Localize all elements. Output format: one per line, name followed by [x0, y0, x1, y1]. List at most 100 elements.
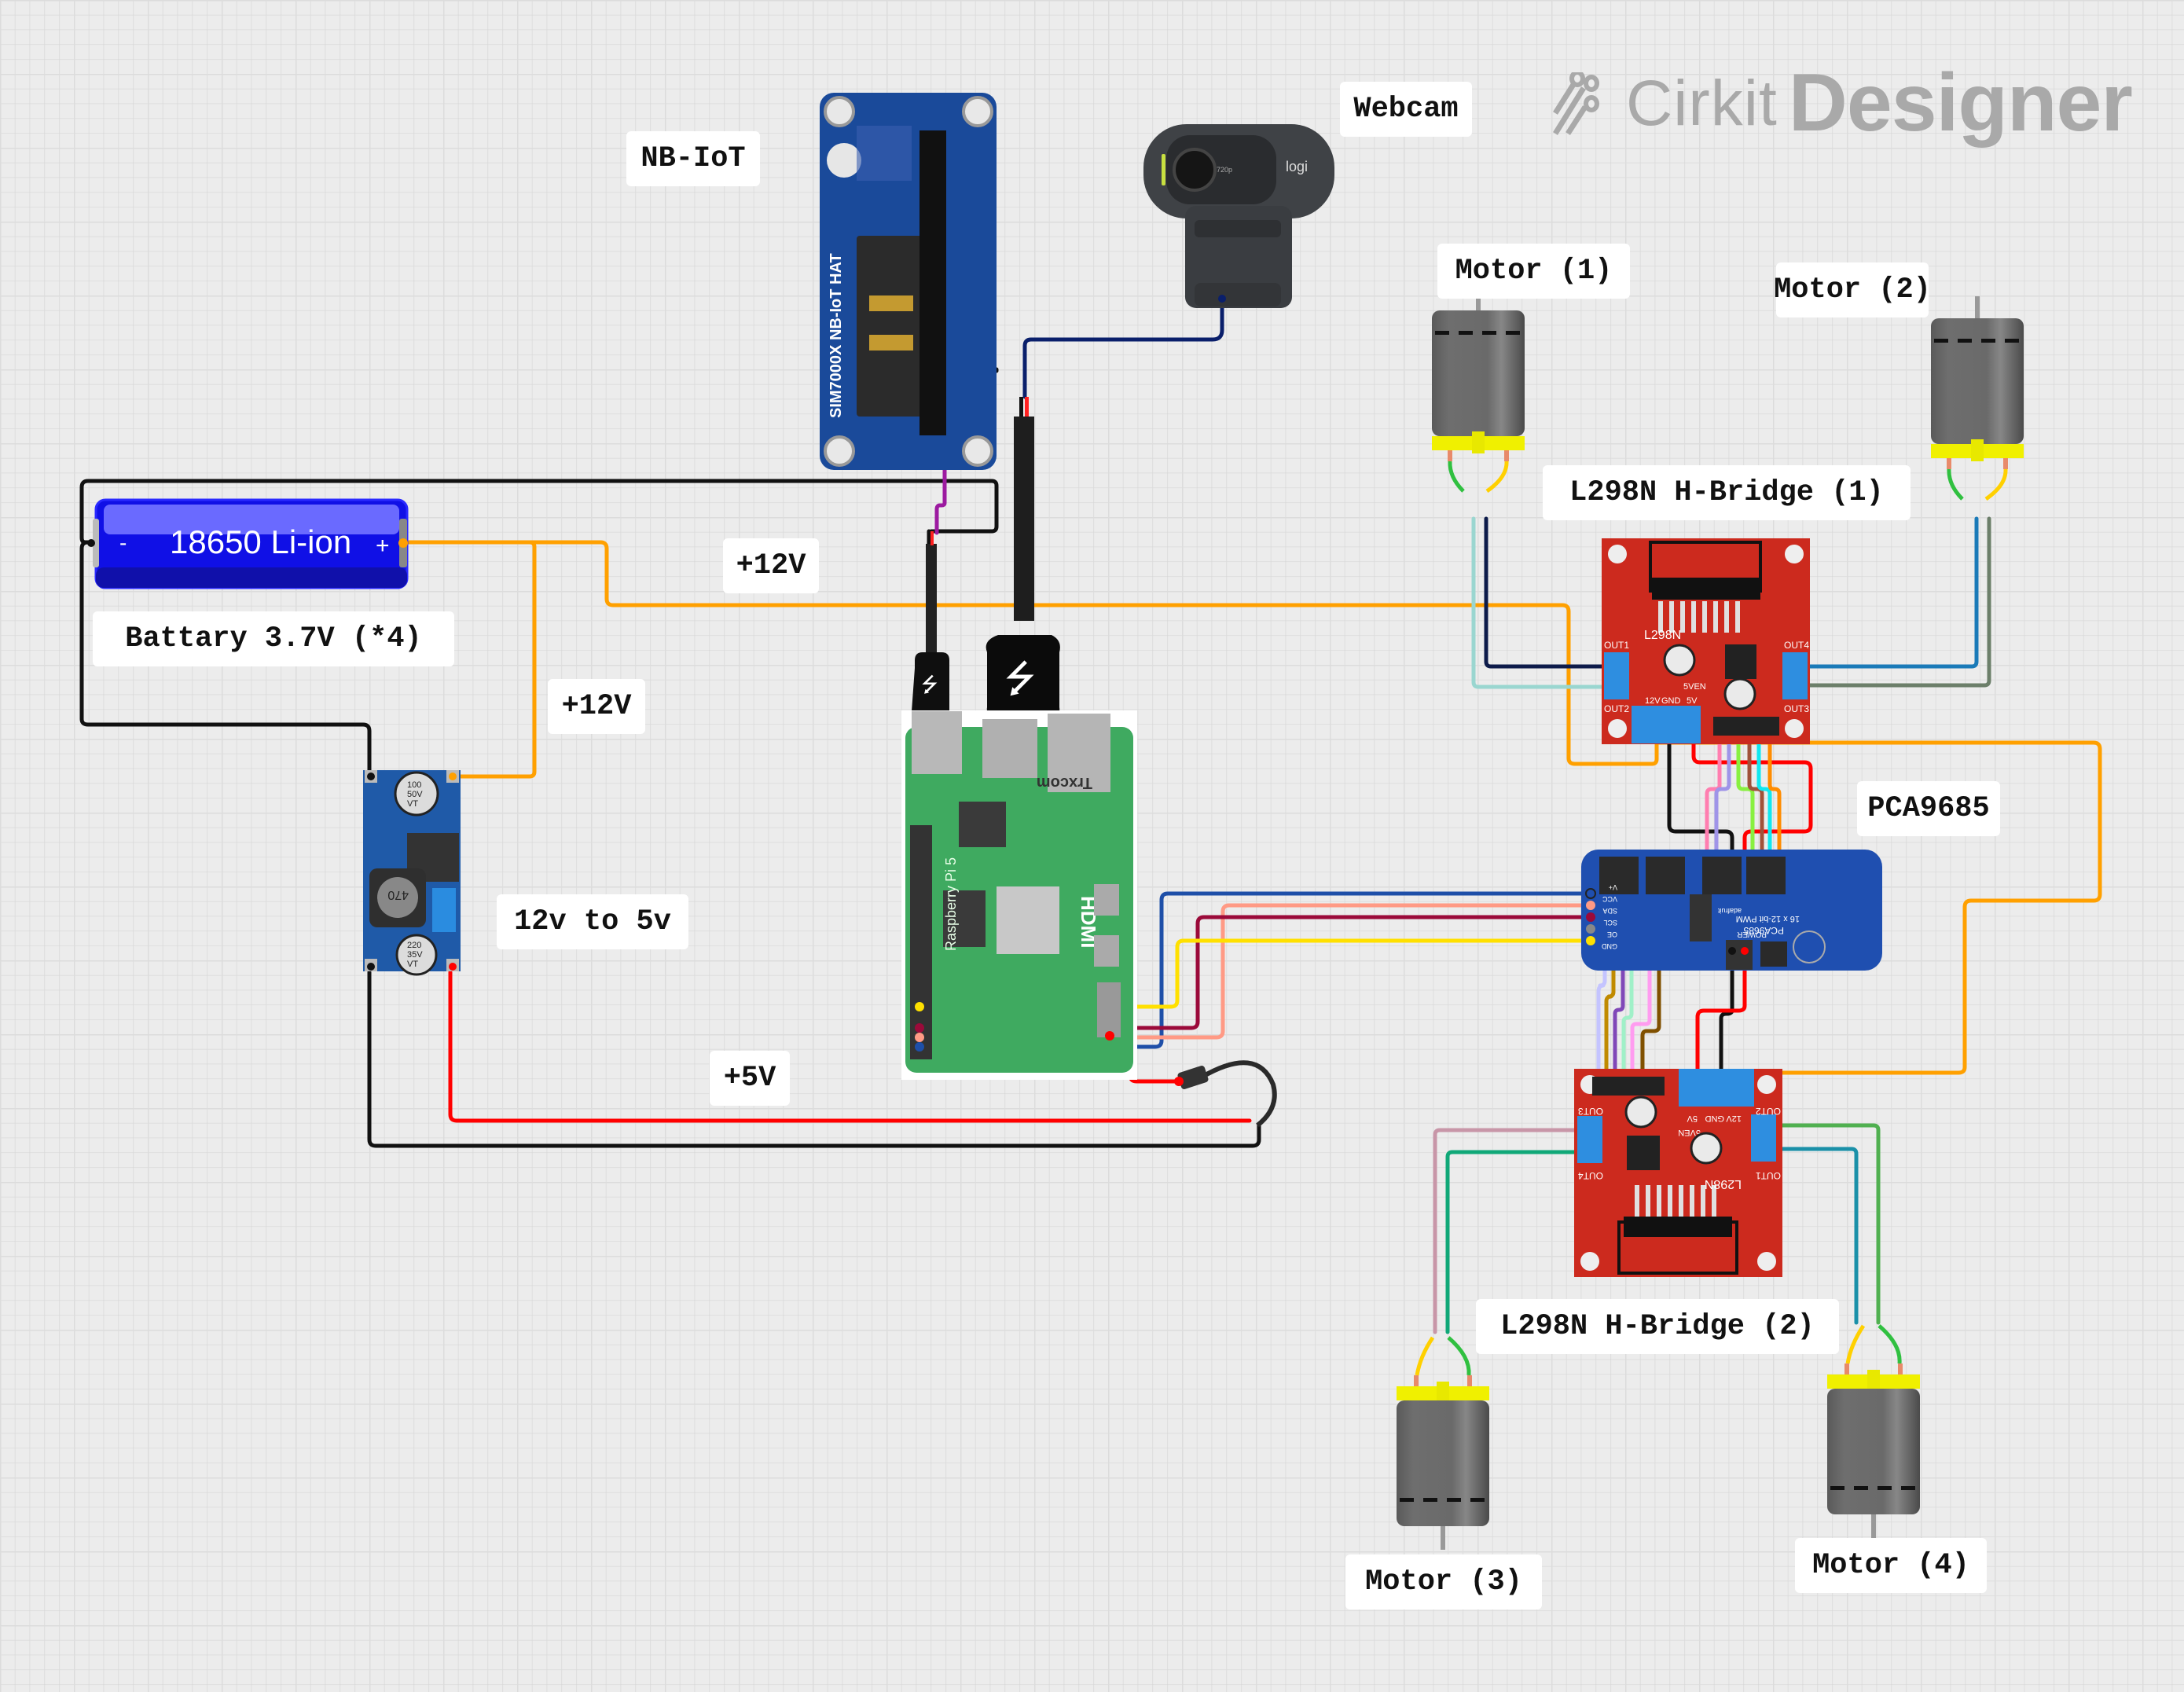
hb1-power-terminal[interactable] [1632, 706, 1701, 743]
wire-motor3-b[interactable] [1445, 1150, 1578, 1334]
wire-buck-5v[interactable] [448, 970, 1252, 1123]
rpi-usb-port[interactable] [982, 719, 1037, 778]
hb2-out2-terminal[interactable] [1751, 1114, 1776, 1162]
motor-3[interactable] [1397, 1336, 1489, 1550]
wire-hb1-gnd[interactable] [1667, 740, 1734, 953]
rpi-gpio-pin-vcc[interactable] [915, 1042, 924, 1052]
motor-vent [1854, 1486, 1868, 1490]
rpi-power-pin[interactable] [1105, 1031, 1114, 1041]
wire-12v-bus-right[interactable] [1654, 740, 2102, 1075]
wire-hb2-enb[interactable] [1596, 878, 1607, 1085]
wire-hb1-in2[interactable] [1736, 729, 1755, 883]
rpi-gpio-pin-yellow[interactable] [915, 1002, 924, 1011]
buck-in-minus-pin[interactable] [367, 773, 375, 780]
wire-hb2-ena[interactable] [1640, 878, 1661, 1085]
hb2-power-terminal[interactable] [1679, 1069, 1754, 1107]
wire-i2c-vcc[interactable] [917, 891, 1587, 1049]
l298n-h-bridge-2[interactable]: L298N OUT3 OUT4 OUT1 OUT2 5V GND 12V 5VE… [1574, 1069, 1782, 1277]
buck-in-plus-pin[interactable] [449, 773, 457, 780]
wire-hb2-5v[interactable] [1695, 949, 1747, 1075]
wire-motor4-a[interactable] [1778, 1147, 1859, 1325]
rpi-micro-hdmi-1[interactable] [1094, 935, 1119, 967]
pca-terminal-gnd[interactable] [1728, 947, 1736, 955]
wire-hb1-in4[interactable] [1756, 729, 1772, 883]
hb1-out4-terminal[interactable] [1782, 652, 1808, 699]
rpi-eth-brand: Trxcom [1037, 774, 1092, 791]
hb2-out3-terminal[interactable] [1577, 1116, 1602, 1163]
pca-sda-pin[interactable] [1586, 901, 1595, 910]
motor-terminal[interactable] [1504, 450, 1509, 461]
wire-i2c-scl[interactable] [917, 915, 1587, 1030]
wire-hb1-in3[interactable] [1747, 729, 1764, 883]
wire-battery-plus-bus[interactable] [402, 540, 1659, 766]
hat-usb-plug[interactable] [912, 652, 949, 711]
battery-minus-terminal[interactable] [87, 539, 95, 547]
buck-out-minus-pin[interactable] [367, 963, 375, 971]
wire-motor2-b[interactable] [1807, 516, 1991, 688]
wire-motor1-b[interactable] [1471, 516, 1606, 689]
motor-terminal[interactable] [1898, 1364, 1903, 1375]
motor-4[interactable] [1827, 1324, 1920, 1538]
rpi-gpio-pin-sda[interactable] [915, 1033, 924, 1042]
wire-webcam-navy[interactable] [1022, 296, 1224, 399]
motor-terminal[interactable] [1467, 1375, 1472, 1386]
wire-motor2-a[interactable] [1807, 516, 1979, 669]
webcam[interactable]: 720p logi [1143, 124, 1334, 308]
pca-terminal-vplus[interactable] [1741, 947, 1749, 955]
wire-battery-gnd-top[interactable] [79, 479, 999, 545]
l298n-h-bridge-1[interactable]: L298N OUT1 OUT2 OUT3 OUT4 12V GND 5V 5VE… [1602, 538, 1810, 744]
motor-terminal[interactable] [1448, 450, 1452, 461]
motor-terminal[interactable] [1844, 1364, 1849, 1375]
wire-motor1-a[interactable] [1484, 516, 1606, 669]
hb1-regulator [1725, 644, 1756, 679]
wire-battery-gnd-buck[interactable] [79, 540, 372, 776]
wire-motor3-a[interactable] [1433, 1128, 1578, 1334]
usbc-plug-pin[interactable] [1174, 1077, 1184, 1086]
rpi-micro-hdmi-0[interactable] [1094, 884, 1119, 916]
pca-scl-pin[interactable] [1586, 912, 1595, 922]
motor-shaft [1441, 1526, 1445, 1550]
wire-i2c-sda[interactable] [917, 903, 1587, 1040]
pca9685-board[interactable]: PCA9685 16 x 12-bit PWM POWER adafruit V… [1581, 850, 1882, 971]
webcam-usb-plug[interactable] [986, 635, 1060, 720]
wire-motor4-b[interactable] [1778, 1123, 1881, 1325]
buck-cap1-l2: 50V [407, 790, 423, 799]
wire-hat-purple[interactable] [934, 452, 947, 535]
motor-terminal[interactable] [1947, 458, 1951, 469]
wire-hb1-ena[interactable] [1705, 729, 1722, 883]
wire-hb2-in3[interactable] [1613, 878, 1625, 1085]
wire-hb1-enb[interactable] [1767, 729, 1782, 883]
battery-18650[interactable]: - 18650 Li-ion + [87, 498, 409, 589]
pca-gnd-pin[interactable] [1586, 936, 1595, 945]
wire-hb2-in1[interactable] [1630, 878, 1652, 1085]
raspberry-pi-5[interactable]: Trxcom Raspberry Pi 5 HDMI [901, 710, 1137, 1080]
wire-hb1-in1[interactable] [1714, 729, 1731, 883]
motor-2[interactable] [1931, 296, 2024, 501]
rpi-ethernet-port[interactable] [1048, 714, 1110, 792]
battery-positive-pin[interactable] [398, 538, 408, 548]
wire-hb1-5v[interactable] [1691, 740, 1813, 953]
rpi-gpio-pin-scl[interactable] [915, 1023, 924, 1033]
nbiot-hat[interactable]: SIM7000X NB-IoT HAT [820, 93, 997, 470]
buck-converter[interactable]: 100 50V VT 470 220 35V VT [363, 770, 461, 976]
usbc-plug[interactable] [1174, 1065, 1209, 1090]
hb1-out1-terminal[interactable] [1604, 652, 1629, 699]
wire-hb2-in2[interactable] [1621, 878, 1634, 1085]
wire-i2c-gnd[interactable] [917, 938, 1587, 1009]
motor-1[interactable] [1432, 288, 1525, 494]
webcam-cable-port[interactable] [1218, 295, 1226, 303]
rpi-usbc-port[interactable] [1097, 982, 1121, 1037]
wire-hb2-in4[interactable] [1604, 878, 1616, 1085]
motor-terminal[interactable] [2003, 458, 2008, 469]
label-motor4: Motor (4) [1795, 1538, 1987, 1593]
hb2-control-header [1592, 1077, 1665, 1096]
motor-vent [2005, 339, 2019, 343]
motor-terminal[interactable] [1414, 1375, 1419, 1386]
wire-buck-gnd[interactable] [367, 970, 1261, 1148]
buck-out-plus-pin[interactable] [449, 963, 457, 971]
pca-power-terminal[interactable] [1726, 940, 1753, 970]
pca-oe-pin[interactable] [1586, 924, 1595, 934]
pca-vcc-pin[interactable] [1585, 888, 1596, 899]
rpi-usb-port[interactable] [912, 711, 962, 774]
buck-potentiometer[interactable] [432, 888, 456, 932]
